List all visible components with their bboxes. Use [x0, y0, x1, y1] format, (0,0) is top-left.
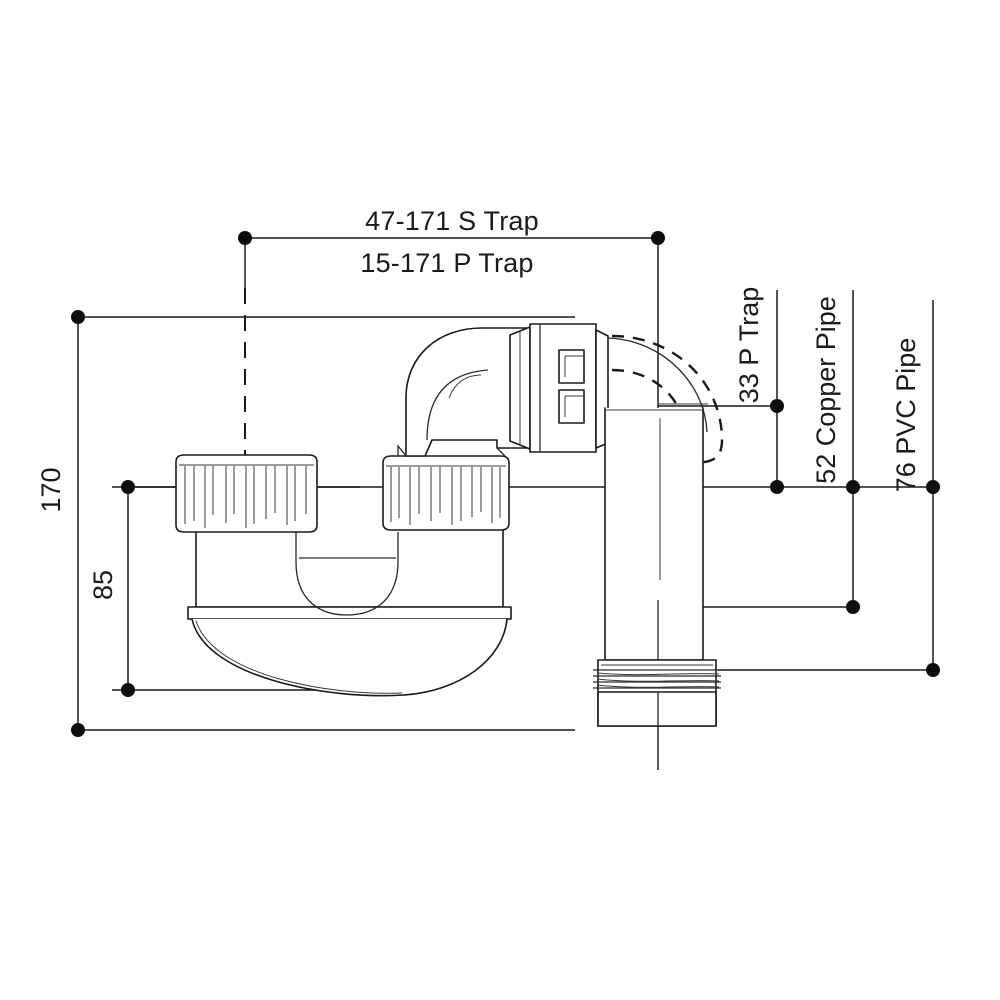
link-right	[496, 447, 506, 457]
dim-dot	[71, 310, 85, 324]
bowl-outline	[195, 529, 504, 608]
dim-dot	[121, 480, 135, 494]
dim-dot	[238, 231, 252, 245]
label-p-trap: 15-171 P Trap	[360, 248, 533, 278]
elbow-outline	[405, 327, 531, 457]
swivel-elbow	[405, 326, 531, 457]
dim-dot	[770, 480, 784, 494]
connector-tab-lower	[558, 389, 585, 424]
thread-skirt	[597, 691, 717, 727]
dim-dot	[846, 600, 860, 614]
ribbed-inlet-nut	[175, 454, 318, 540]
bowl-rim	[187, 606, 512, 620]
inlet-nut-ribs	[184, 466, 307, 528]
threaded-pipe-end	[593, 659, 721, 770]
bottle-trap-bowl	[187, 529, 512, 697]
dim-dot	[770, 399, 784, 413]
alt-outlet-solid-top-arc	[607, 337, 708, 433]
dip-tube	[295, 532, 399, 616]
connector-tab-lower-detail	[564, 395, 584, 417]
dim-dot	[651, 231, 665, 245]
ribbed-outlet-nut	[382, 455, 510, 540]
label-33-p-trap: 33 P Trap	[734, 287, 764, 404]
label-170: 170	[36, 467, 66, 512]
nut-to-elbow-links	[397, 444, 506, 457]
outlet-nut-ribs	[390, 467, 501, 525]
dim-dot	[926, 663, 940, 677]
bowl-bottom-inner-line	[195, 620, 403, 694]
elbow-inner-radius	[426, 369, 489, 441]
compression-connector-nut	[529, 323, 609, 453]
vertical-outlet-pipe	[593, 407, 721, 770]
label-s-trap: 47-171 S Trap	[365, 206, 539, 236]
connector-tab-upper	[558, 349, 585, 384]
elbow-arc-detail	[448, 374, 482, 399]
dim-dot	[926, 480, 940, 494]
label-52-copper-pipe: 52 Copper Pipe	[811, 296, 841, 484]
connector-tab-upper-detail	[564, 355, 584, 377]
label-85: 85	[88, 570, 118, 600]
dim-dot	[71, 723, 85, 737]
bowl-bottom	[191, 618, 508, 697]
link-left	[397, 444, 407, 457]
outlet-nut-outline	[382, 455, 510, 531]
label-76-pvc-pipe: 76 PVC Pipe	[891, 338, 921, 493]
outlet-pipe-body	[604, 407, 704, 661]
dimension-labels: 47-171 S Trap 15-171 P Trap 170 85 33 P …	[36, 206, 921, 600]
dim-dot	[121, 683, 135, 697]
dim-dot	[846, 480, 860, 494]
